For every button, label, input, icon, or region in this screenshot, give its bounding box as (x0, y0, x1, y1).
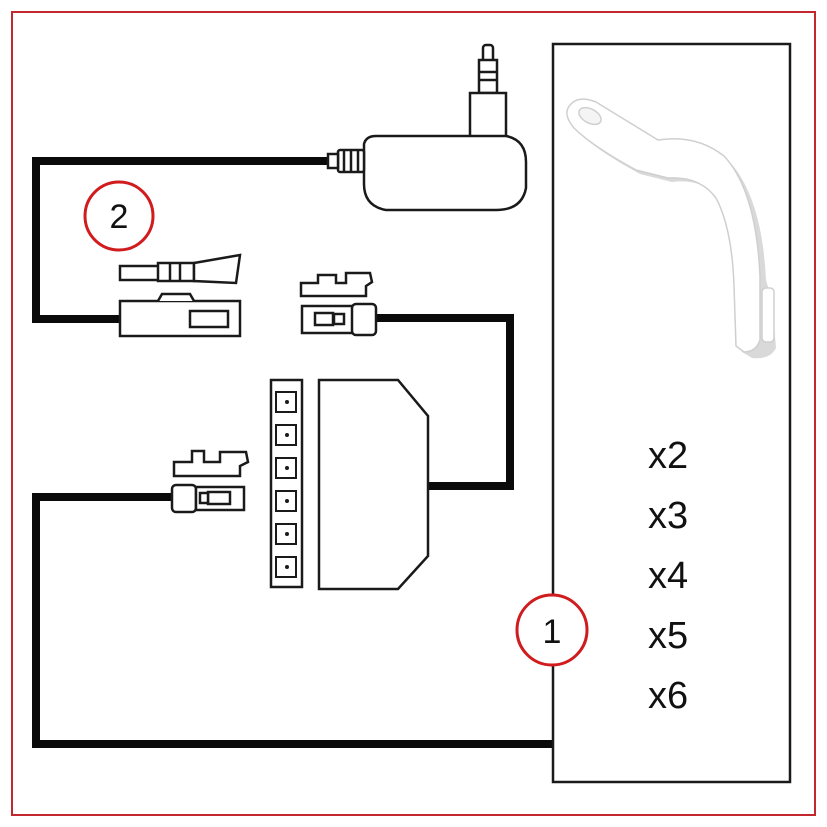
connector-latch (156, 292, 196, 302)
connector-pin-tip (192, 253, 242, 285)
port-dot (285, 499, 289, 503)
jst-connector-icon (170, 449, 250, 514)
adapter-body (362, 134, 528, 212)
splitter-port-strip (269, 378, 304, 589)
connector-inner (313, 311, 335, 327)
flexible-led-lamp-icon (566, 98, 776, 359)
port-dot (285, 532, 289, 536)
connector-pin-part (118, 264, 162, 282)
wire-connector-to-splitter (377, 314, 514, 490)
jst-connector-icon (118, 253, 242, 338)
splitter-body (317, 378, 430, 591)
plug-housing (468, 91, 508, 139)
wire-adapter-to-connector (32, 157, 330, 323)
badge-ring (83, 180, 155, 252)
connector-cap (350, 302, 378, 337)
splitter-port-dots (285, 400, 289, 569)
jst-connector-icon (299, 271, 378, 337)
cable-end (326, 152, 340, 170)
connector-pin-slot (332, 312, 346, 326)
badge-number: 1 (543, 613, 562, 651)
badge-number: 2 (110, 198, 129, 236)
wires (32, 157, 553, 748)
lamp-body (566, 98, 761, 353)
connector-pin-part (156, 261, 196, 283)
multiplier-label: x5 (648, 615, 688, 657)
multiplier-list: x2 x3 x4 x5 x6 (648, 435, 688, 717)
port-dot (285, 433, 289, 437)
six-way-splitter-icon (269, 378, 430, 591)
power-adapter-icon (326, 43, 528, 212)
multiplier-label: x4 (648, 555, 688, 597)
connector-cap (170, 483, 198, 514)
connector-window (188, 309, 230, 329)
port-dot (285, 565, 289, 569)
port-dot (285, 466, 289, 470)
connector-top-part (299, 271, 374, 298)
lamp-clip (761, 287, 775, 343)
multiplier-label: x6 (648, 675, 688, 717)
wire-lamp-to-connector (32, 493, 553, 748)
multiplier-label: x3 (648, 495, 688, 537)
multiplier-label: x2 (648, 435, 688, 477)
connector-top-part (172, 449, 250, 478)
lamp-led-head (578, 106, 602, 126)
plug-pin-base (477, 58, 499, 95)
outer-border (11, 11, 816, 816)
connector-inner (206, 490, 232, 506)
port-dot (285, 400, 289, 404)
badge-lamp-panel: 1 (515, 593, 589, 667)
connector-pin-slot (198, 491, 210, 505)
badge-ring (515, 593, 589, 667)
badge-power-supply: 2 (83, 180, 155, 252)
